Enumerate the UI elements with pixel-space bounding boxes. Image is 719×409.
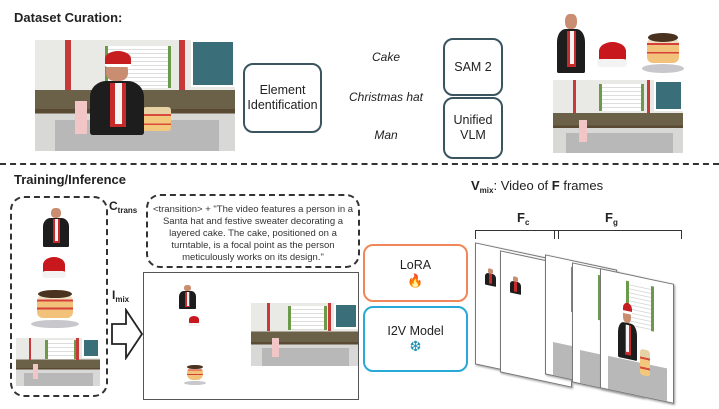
mixed-image-frame bbox=[143, 272, 359, 400]
mixed-background bbox=[251, 303, 358, 366]
mixed-hat bbox=[188, 316, 200, 326]
snowflake-icon: ❆ bbox=[409, 338, 422, 354]
fire-icon: 🔥 bbox=[407, 273, 424, 288]
lora-box: LoRA 🔥 bbox=[363, 244, 468, 302]
segmented-hat-image bbox=[597, 42, 627, 68]
lora-label: LoRA bbox=[399, 258, 432, 272]
f-c-label: Fc bbox=[517, 210, 530, 227]
unified-vlm-box: Unified VLM bbox=[443, 97, 503, 159]
arrow-right-icon bbox=[111, 308, 144, 360]
training-inference-heading: Training/Inference bbox=[14, 172, 126, 187]
f-g-bracket bbox=[554, 230, 682, 239]
f-g-label: Fg bbox=[605, 210, 618, 227]
i2v-label: I2V Model bbox=[387, 324, 444, 338]
mixed-cake bbox=[184, 365, 206, 385]
background-image bbox=[553, 80, 683, 153]
v-mix-title: Vmix: Video of F frames bbox=[471, 178, 604, 195]
i-mix-label: Imix bbox=[112, 288, 130, 304]
input-hat-image bbox=[42, 257, 66, 279]
mixed-man bbox=[177, 281, 199, 311]
segmented-cake-image bbox=[642, 33, 684, 73]
sam2-box: SAM 2 bbox=[443, 38, 503, 96]
segmented-man-image bbox=[553, 5, 591, 77]
input-man-image bbox=[40, 202, 74, 250]
element-label-man: Man bbox=[374, 128, 398, 142]
source-video-frame bbox=[35, 40, 235, 151]
section-divider bbox=[0, 163, 719, 165]
input-cake-image bbox=[31, 290, 79, 328]
f-c-bracket bbox=[475, 230, 559, 239]
element-label-cake: Cake bbox=[371, 50, 400, 64]
c-trans-label: Ctrans bbox=[109, 199, 138, 215]
dataset-curation-heading: Dataset Curation: bbox=[14, 10, 123, 25]
i2v-model-box: I2V Model ❆ bbox=[363, 306, 468, 372]
caption-text: <transition> + "The video features a per… bbox=[152, 204, 354, 263]
input-background-image bbox=[16, 338, 100, 386]
element-label-christmas-hat: Christmas hat bbox=[348, 90, 424, 104]
element-identification-box: Element Identification bbox=[243, 63, 322, 133]
video-frame-generated-3 bbox=[600, 268, 674, 404]
input-elements-group bbox=[10, 196, 108, 397]
caption-box bbox=[146, 194, 360, 268]
